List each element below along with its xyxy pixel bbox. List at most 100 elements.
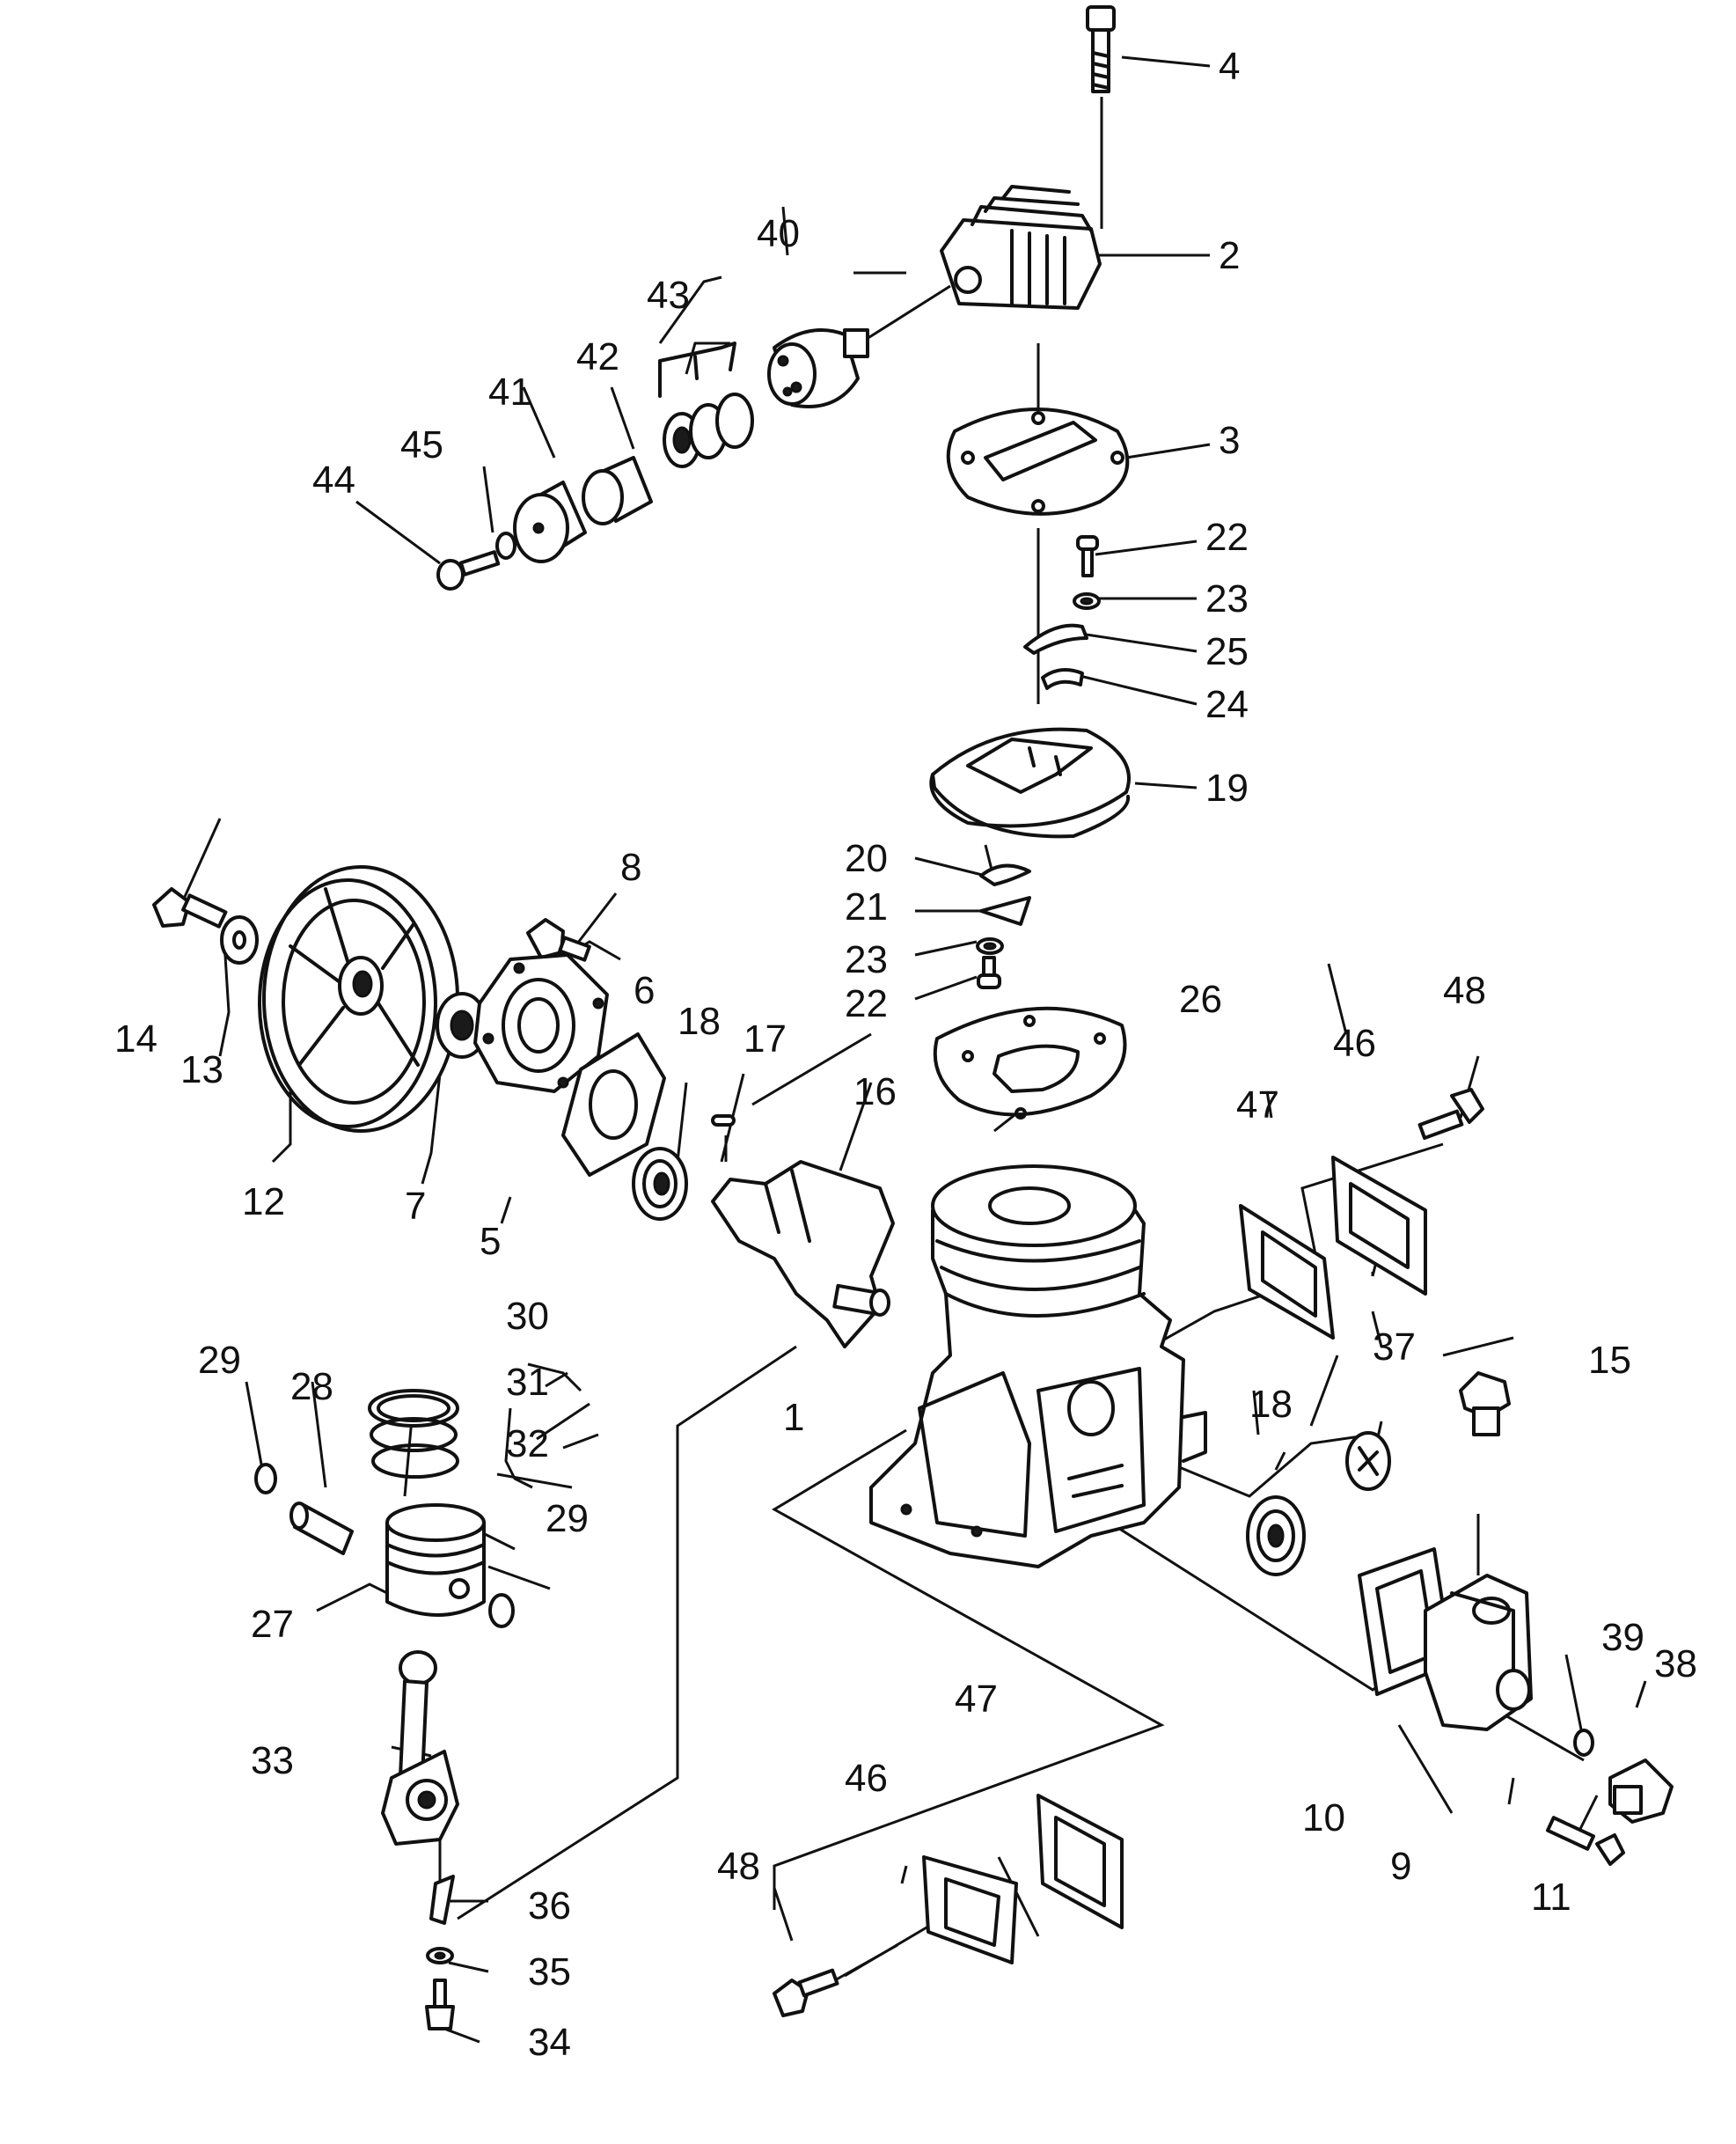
valve-reed-part-25 [1023,623,1088,655]
gasket-part-47-lower [1036,1794,1124,1929]
washer-part-13 [220,915,259,965]
valve-body-part-40 [767,328,869,408]
callout-14: 14 [114,1017,157,1061]
callout-47-lower: 47 [955,1678,998,1721]
callout-15: 15 [1588,1339,1631,1382]
washer-part-23-lower [976,937,1004,955]
gasket-part-47-upper [1239,1204,1335,1340]
callout-34: 34 [528,2021,571,2064]
callout-17: 17 [743,1017,787,1061]
callout-37: 37 [1373,1325,1416,1369]
callout-32: 32 [506,1422,549,1465]
bolt-part-48-lower [773,1968,839,2017]
callout-18-left: 18 [678,1000,721,1043]
callout-16: 16 [853,1070,897,1113]
callout-48-lower: 48 [717,1845,760,1888]
piston-part-27 [385,1503,486,1617]
callout-11: 11 [1531,1876,1571,1919]
washer-part-35 [426,1947,454,1964]
valve-keeper-part-24 [1041,668,1084,690]
o-ring-part-39 [1573,1729,1594,1757]
callout-39: 39 [1601,1616,1644,1659]
piston-ring-part-31 [370,1417,458,1452]
callout-35: 35 [528,1950,571,1993]
callout-labels: 4 2 40 43 42 41 45 44 3 22 23 25 24 19 2… [114,45,1697,2064]
callout-26: 26 [1179,978,1222,1021]
breather-cap-part-15 [1459,1371,1511,1436]
pulley-part-12 [258,865,459,1133]
clip-part-29-right [488,1593,515,1628]
callout-28: 28 [290,1365,333,1408]
callout-30: 30 [506,1295,549,1338]
screw-part-22-lower [977,956,1001,989]
callout-23-lower: 23 [845,938,888,981]
callout-47-upper: 47 [1236,1083,1279,1127]
callout-29-right: 29 [546,1497,589,1540]
crankcase-part-1 [869,1164,1207,1568]
gasket-part-6 [561,1032,666,1177]
callout-45: 45 [400,423,443,466]
bolt-part-8 [526,918,591,962]
callout-13: 13 [180,1048,223,1091]
screw-part-34 [425,1979,455,2030]
callout-9: 9 [1390,1845,1411,1888]
callout-3: 3 [1219,419,1240,462]
bolt-part-11 [1545,1816,1625,1866]
screw-part-44 [436,550,501,591]
washer-part-45 [495,532,516,560]
dipper-part-36 [429,1875,455,1925]
cover-part-46-upper [1331,1156,1427,1296]
spring-part-43 [658,341,754,468]
callout-4: 4 [1219,45,1240,88]
seal-part-37 [1345,1431,1391,1491]
bearing-part-18-right [1246,1495,1306,1576]
callout-22-lower: 22 [845,982,888,1025]
callout-18-right: 18 [1249,1383,1293,1426]
piston-pin-part-28 [289,1502,354,1555]
head-gasket-part-3 [946,408,1130,516]
reed-part-20 [979,863,1031,886]
bolt-part-14 [152,887,228,929]
callout-46-upper: 46 [1333,1022,1376,1065]
callout-23-upper: 23 [1205,577,1249,620]
callout-48-upper: 48 [1443,969,1486,1012]
callout-7: 7 [405,1185,426,1228]
crankshaft-part-16 [711,1160,895,1348]
callout-5: 5 [480,1220,501,1263]
washer-part-23-upper [1073,592,1101,610]
valve-plate-part-19 [929,727,1131,839]
bearing-part-18-left [632,1147,688,1221]
bearing-housing-part-5 [473,953,609,1093]
callout-36: 36 [528,1884,571,1927]
crankcase-cover-part-9 [1424,1574,1533,1731]
callout-38: 38 [1654,1642,1697,1685]
callout-22-upper: 22 [1205,516,1249,559]
callout-24: 24 [1205,683,1249,726]
callout-8: 8 [620,846,641,889]
callout-46-lower: 46 [845,1757,888,1800]
callout-1: 1 [783,1396,804,1439]
bolt-part-4 [1086,5,1116,93]
callout-21: 21 [845,885,888,929]
callout-44: 44 [312,459,355,502]
clip-part-29-left [254,1463,277,1494]
key-part-17 [711,1114,736,1127]
callout-31: 31 [506,1361,549,1404]
callout-10: 10 [1302,1796,1345,1839]
valve-cup-part-42 [582,456,653,525]
bolt-part-48-upper [1417,1088,1484,1141]
callout-40: 40 [757,212,800,255]
callout-25: 25 [1205,630,1249,673]
drain-plug-part-38 [1608,1759,1674,1824]
callout-41: 41 [488,371,531,414]
piston-ring-part-32 [371,1443,459,1479]
cover-part-46-lower [922,1855,1018,1964]
callout-6: 6 [634,969,655,1012]
callout-12: 12 [242,1180,285,1223]
reed-plate-part-21 [979,896,1031,926]
callout-20: 20 [845,837,888,880]
callout-33: 33 [251,1739,294,1782]
screw-part-22-upper [1076,535,1099,577]
